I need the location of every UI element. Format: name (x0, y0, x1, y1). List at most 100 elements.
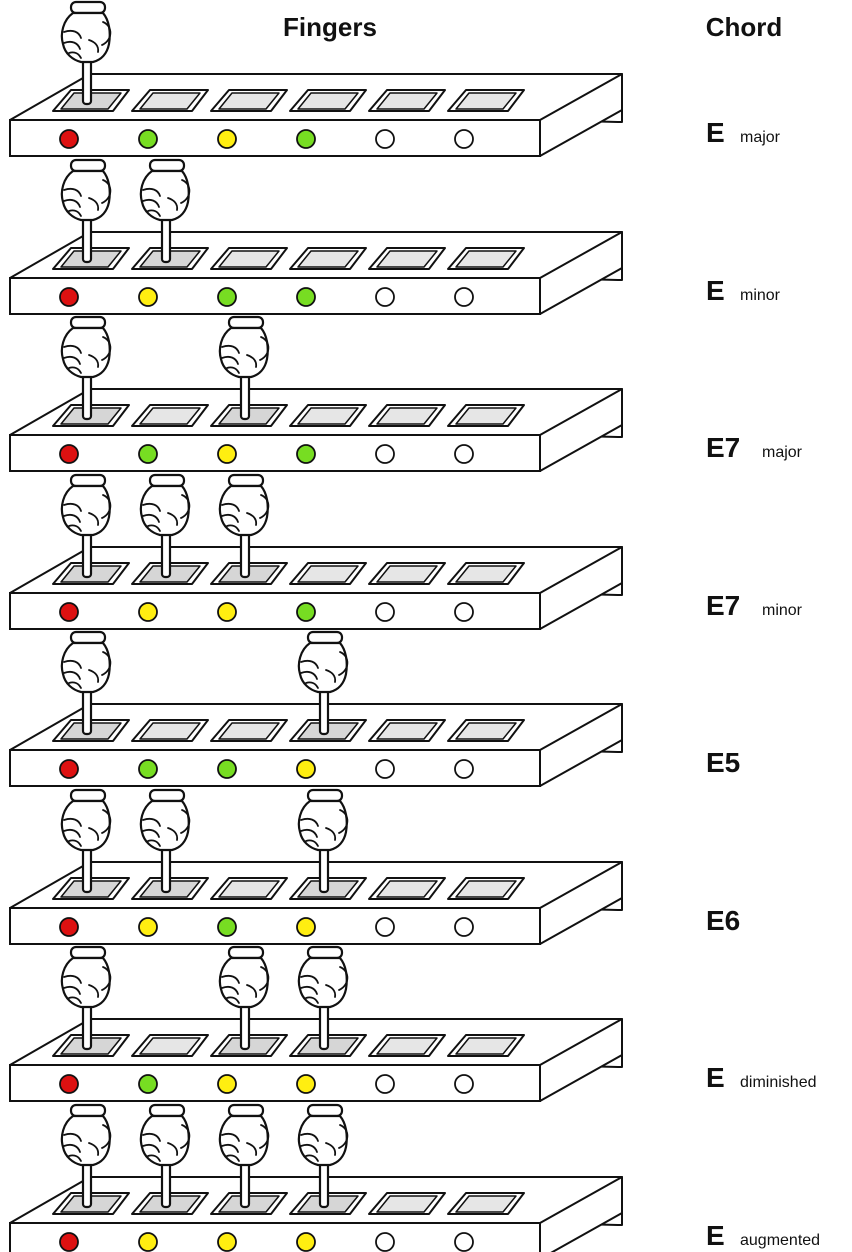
board-front-face (9, 1222, 541, 1252)
led-indicator (217, 759, 237, 779)
led-indicator (454, 287, 474, 307)
led-indicator (454, 1074, 474, 1094)
key-face (297, 565, 359, 583)
led-indicator (217, 1232, 237, 1252)
key-face (455, 250, 517, 268)
pointing-hand-icon (297, 630, 349, 736)
key-face (455, 880, 517, 898)
key-face (376, 880, 438, 898)
pointing-hand-icon (297, 788, 349, 894)
led-indicator (296, 917, 316, 937)
led-indicator (217, 287, 237, 307)
led-indicator (375, 1232, 395, 1252)
chord-quality: major (762, 444, 803, 461)
led-indicator (454, 129, 474, 149)
led-indicator (217, 602, 237, 622)
key-face (139, 92, 201, 110)
board-side-face (539, 1018, 623, 1102)
chord-row: E7 major (9, 315, 803, 472)
led-indicator (138, 1232, 158, 1252)
led-indicator (375, 759, 395, 779)
led-indicator (454, 759, 474, 779)
board-front-face (9, 277, 541, 315)
fingers-header: Fingers (283, 12, 377, 42)
led-indicator (217, 444, 237, 464)
chord-row: E5 (9, 630, 740, 787)
led-indicator (296, 759, 316, 779)
key-face (297, 250, 359, 268)
key-face (376, 722, 438, 740)
chord-quality: augmented (740, 1232, 820, 1249)
led-indicator (138, 129, 158, 149)
led-indicator (375, 444, 395, 464)
pointing-hand-icon (218, 473, 270, 579)
pointing-hand-icon (218, 945, 270, 1051)
pointing-hand-icon (60, 1103, 112, 1209)
led-indicator (375, 129, 395, 149)
key-face (455, 1037, 517, 1055)
pointing-hand-icon (139, 158, 191, 264)
led-indicator (454, 444, 474, 464)
pointing-hand-icon (60, 630, 112, 736)
chord-quality: diminished (740, 1074, 816, 1091)
led-indicator (454, 602, 474, 622)
pointing-hand-icon (139, 1103, 191, 1209)
pointing-hand-icon (60, 0, 112, 106)
led-indicator (59, 917, 79, 937)
led-indicator (296, 444, 316, 464)
led-indicator (375, 1074, 395, 1094)
led-indicator (59, 129, 79, 149)
pointing-hand-icon (60, 788, 112, 894)
led-indicator (138, 287, 158, 307)
led-indicator (138, 444, 158, 464)
chord-quality: major (740, 129, 781, 146)
board-front-face (9, 749, 541, 787)
led-indicator (375, 287, 395, 307)
chord-root: E (706, 1062, 725, 1093)
led-indicator (138, 759, 158, 779)
led-indicator (454, 917, 474, 937)
key-face (297, 407, 359, 425)
chord-quality: minor (740, 287, 781, 304)
pointing-hand-icon (60, 473, 112, 579)
led-indicator (59, 1232, 79, 1252)
key-face (218, 722, 280, 740)
board-side-face (539, 388, 623, 472)
key-face (139, 1037, 201, 1055)
key-face (376, 1037, 438, 1055)
chord-root: E7 (706, 590, 740, 621)
led-indicator (59, 759, 79, 779)
pointing-hand-icon (297, 945, 349, 1051)
led-indicator (138, 602, 158, 622)
board-side-face (539, 861, 623, 945)
led-indicator (375, 917, 395, 937)
key-face (376, 407, 438, 425)
pointing-hand-icon (297, 1103, 349, 1209)
key-face (139, 407, 201, 425)
led-indicator (59, 287, 79, 307)
chord-root: E7 (706, 432, 740, 463)
key-face (455, 1195, 517, 1213)
led-indicator (296, 1074, 316, 1094)
pointing-hand-icon (60, 158, 112, 264)
key-face (455, 92, 517, 110)
chord-root: E (706, 117, 725, 148)
pointing-hand-icon (218, 315, 270, 421)
key-face (218, 92, 280, 110)
key-face (297, 92, 359, 110)
led-indicator (59, 1074, 79, 1094)
led-indicator (217, 129, 237, 149)
chord-root: E5 (706, 747, 740, 778)
key-face (376, 92, 438, 110)
board-side-face (539, 73, 623, 157)
led-indicator (375, 602, 395, 622)
led-indicator (296, 1232, 316, 1252)
board-side-face (539, 703, 623, 787)
key-face (139, 722, 201, 740)
key-face (455, 407, 517, 425)
